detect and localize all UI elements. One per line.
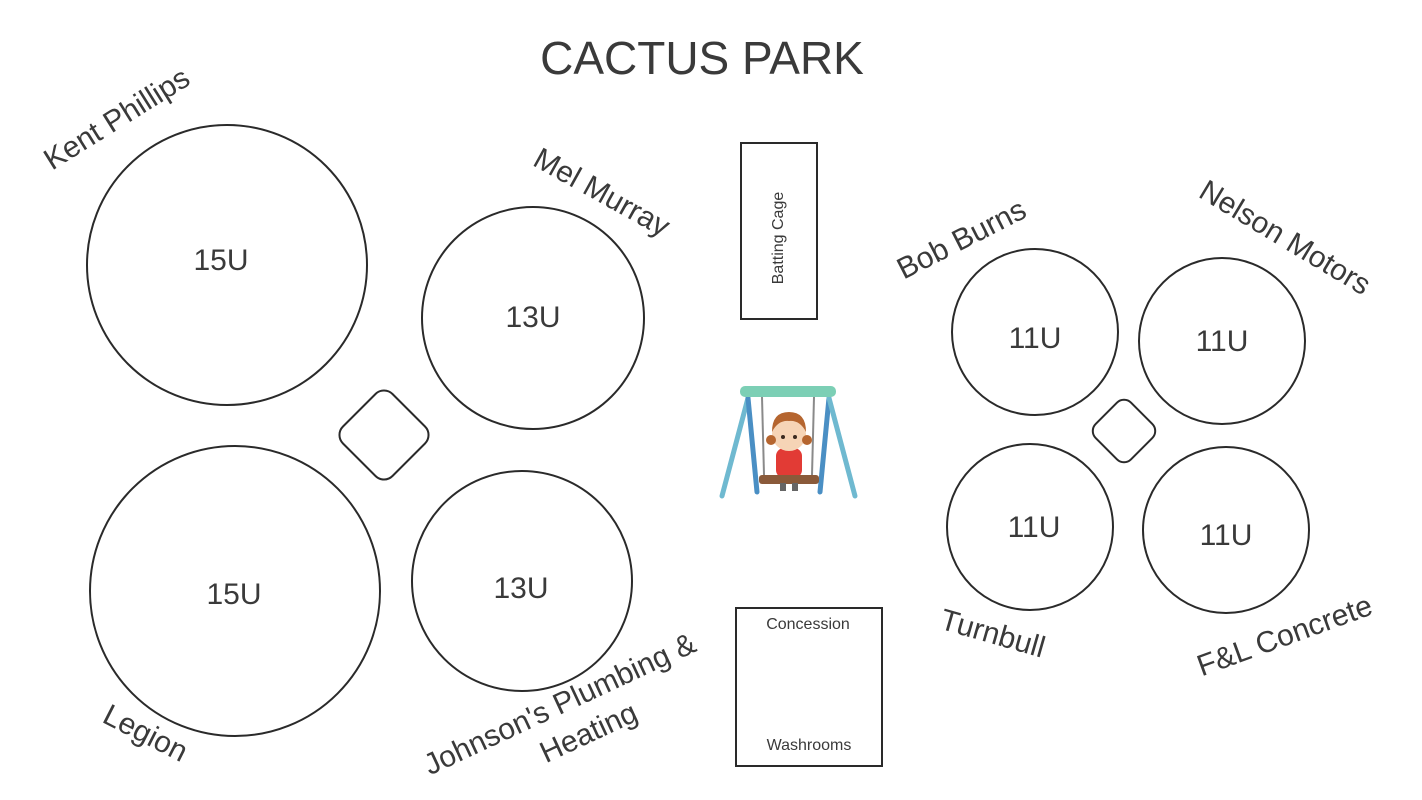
field-division-label: 11U xyxy=(1008,511,1061,544)
washrooms-label: Washrooms xyxy=(767,737,852,754)
field-legion[interactable]: 15U xyxy=(89,445,381,737)
field-division-label: 15U xyxy=(206,578,261,611)
batting-cage-label: Batting Cage xyxy=(770,192,787,285)
field-division-label: 13U xyxy=(505,301,560,334)
field-mel-murray[interactable]: 13U xyxy=(421,206,645,430)
field-johnsons[interactable]: 13U xyxy=(411,470,633,692)
concession-building[interactable]: Concession Washrooms xyxy=(735,607,883,767)
field-division-label: 13U xyxy=(493,572,548,605)
field-kent-phillips[interactable]: 15U xyxy=(86,124,368,406)
map-title: CACTUS PARK xyxy=(540,32,864,84)
field-division-label: 11U xyxy=(1009,322,1062,355)
diamond-icon xyxy=(1091,398,1157,464)
field-turnbull[interactable]: 11U xyxy=(946,443,1114,611)
field-nelson-motors[interactable]: 11U xyxy=(1138,257,1306,425)
diamond-icon xyxy=(338,389,430,481)
field-division-label: 11U xyxy=(1200,519,1253,552)
field-fl-concrete[interactable]: 11U xyxy=(1142,446,1310,614)
swing-icon xyxy=(719,386,858,499)
concession-label: Concession xyxy=(766,616,850,633)
field-division-label: 11U xyxy=(1196,325,1249,358)
sponsor-label-turnbull: Turnbull xyxy=(937,603,1049,664)
field-bob-burns[interactable]: 11U xyxy=(951,248,1119,416)
field-division-label: 15U xyxy=(193,244,248,277)
batting-cage[interactable]: Batting Cage xyxy=(740,142,818,320)
